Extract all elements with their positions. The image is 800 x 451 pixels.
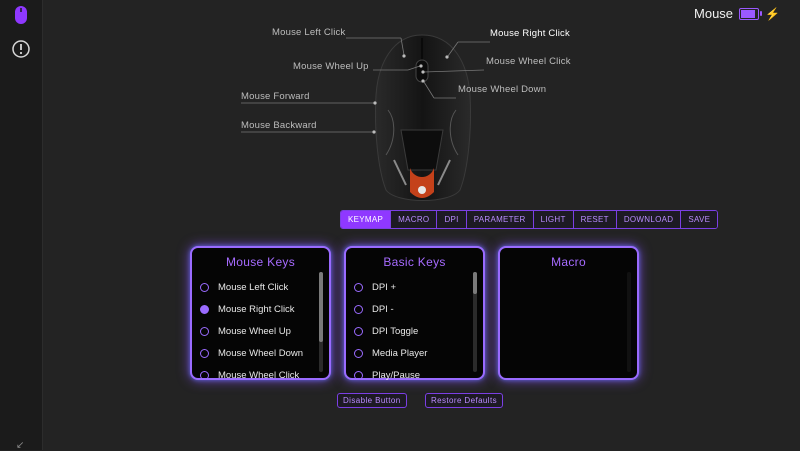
item-label: Mouse Right Click <box>218 303 295 315</box>
callout-wheel-down: Mouse Wheel Down <box>458 84 547 95</box>
callout-wheel-up: Mouse Wheel Up <box>293 61 369 72</box>
mouse-illustration <box>241 34 490 201</box>
basic-keys-panel: Basic Keys DPI + DPI - DPI Toggle Media … <box>344 246 485 381</box>
tab-parameter[interactable]: PARAMETER <box>466 211 534 228</box>
item-label: DPI + <box>372 281 397 293</box>
list-item[interactable]: DPI Toggle <box>354 320 465 342</box>
tab-light[interactable]: LIGHT <box>533 211 574 228</box>
tab-save[interactable]: SAVE <box>681 211 718 228</box>
list-item[interactable]: Media Player <box>354 342 465 364</box>
callout-forward: Mouse Forward <box>241 91 310 102</box>
list-item[interactable]: Mouse Wheel Up <box>200 320 311 342</box>
radio-icon[interactable] <box>200 370 209 380</box>
radio-icon[interactable] <box>200 304 209 314</box>
list-item[interactable]: Mouse Right Click <box>200 298 311 320</box>
restore-defaults-button[interactable]: Restore Defaults <box>425 393 503 408</box>
list-item[interactable]: DPI - <box>354 298 465 320</box>
scrollbar-thumb[interactable] <box>319 272 323 342</box>
tab-dpi[interactable]: DPI <box>437 211 467 228</box>
mouse-keys-list: Mouse Left Click Mouse Right Click Mouse… <box>200 276 311 386</box>
panel-title: Macro <box>551 255 586 269</box>
callout-right-click: Mouse Right Click <box>490 28 570 39</box>
item-label: DPI - <box>372 303 394 315</box>
mouse-keys-panel: Mouse Keys Mouse Left Click Mouse Right … <box>190 246 331 381</box>
sidebar <box>0 0 43 450</box>
list-item[interactable]: DPI + <box>354 276 465 298</box>
list-item[interactable]: Mouse Left Click <box>200 276 311 298</box>
tab-download[interactable]: DOWNLOAD <box>616 211 682 228</box>
item-label: Mouse Left Click <box>218 281 289 293</box>
callout-wheel-click: Mouse Wheel Click <box>486 56 571 67</box>
disable-button[interactable]: Disable Button <box>337 393 407 408</box>
radio-icon[interactable] <box>200 326 209 336</box>
tab-macro[interactable]: MACRO <box>391 211 438 228</box>
tab-keymap[interactable]: KEYMAP <box>341 211 392 228</box>
scrollbar-thumb[interactable] <box>473 272 477 294</box>
radio-icon[interactable] <box>354 282 363 292</box>
charging-icon: ⚡ <box>765 6 780 21</box>
radio-icon[interactable] <box>354 326 363 336</box>
radio-icon[interactable] <box>200 282 209 292</box>
callout-left-click: Mouse Left Click <box>272 27 346 38</box>
radio-icon[interactable] <box>354 304 363 314</box>
item-label: Play/Pause <box>372 369 421 381</box>
item-label: Media Player <box>372 347 428 359</box>
radio-icon[interactable] <box>200 348 209 358</box>
scrollbar[interactable] <box>319 272 323 372</box>
mouse-icon[interactable] <box>9 3 33 27</box>
list-item[interactable]: Mouse Wheel Click <box>200 364 311 386</box>
scrollbar[interactable] <box>627 272 631 372</box>
basic-keys-list: DPI + DPI - DPI Toggle Media Player Play… <box>354 276 465 386</box>
info-icon[interactable] <box>9 37 33 61</box>
panel-title: Mouse Keys <box>225 255 296 269</box>
device-label: Mouse <box>694 6 734 21</box>
tab-reset[interactable]: RESET <box>573 211 617 228</box>
mouse-diagram: Mouse Left Click Mouse Right Click Mouse… <box>236 20 586 210</box>
list-item[interactable]: Play/Pause <box>354 364 465 386</box>
radio-icon[interactable] <box>354 348 363 358</box>
item-label: Mouse Wheel Down <box>218 347 304 359</box>
item-label: Mouse Wheel Click <box>218 369 300 381</box>
panel-title: Basic Keys <box>383 255 446 269</box>
item-label: Mouse Wheel Up <box>218 325 291 337</box>
mode-tabbar: KEYMAP MACRO DPI PARAMETER LIGHT RESET D… <box>340 210 719 229</box>
callout-backward: Mouse Backward <box>241 120 317 131</box>
scrollbar[interactable] <box>473 272 477 372</box>
expand-arrow-icon[interactable]: ↙ <box>16 440 25 451</box>
list-item[interactable]: Mouse Wheel Down <box>200 342 311 364</box>
radio-icon[interactable] <box>354 370 363 380</box>
battery-icon <box>739 7 763 20</box>
item-label: DPI Toggle <box>372 325 419 337</box>
device-status: Mouse ⚡ <box>694 6 780 21</box>
macro-panel: Macro <box>498 246 639 380</box>
